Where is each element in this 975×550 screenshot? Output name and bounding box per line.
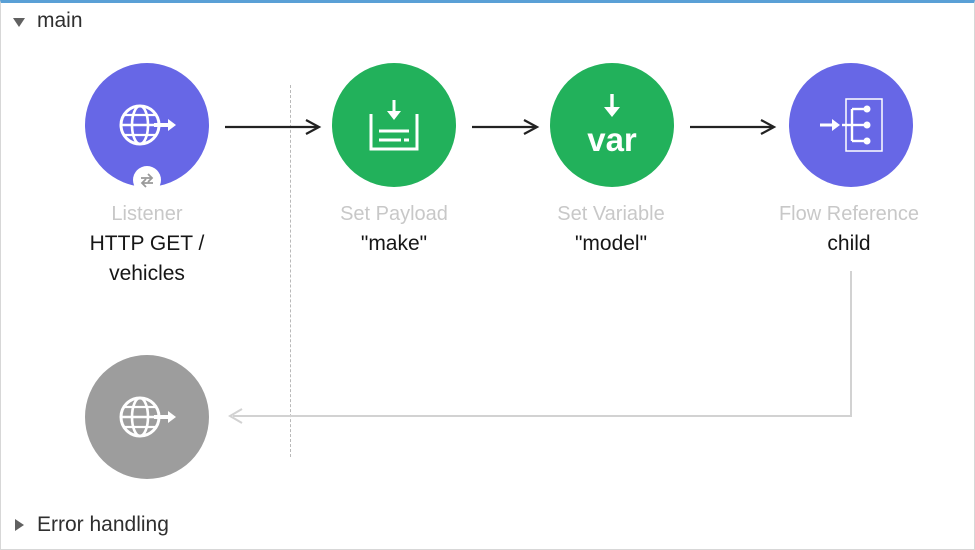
set-variable-icon: var: [587, 94, 637, 158]
set-payload-icon: [369, 100, 419, 151]
set-payload-node[interactable]: [332, 63, 456, 187]
error-handling-label: Error handling: [37, 513, 169, 536]
flow-reference-node[interactable]: [789, 63, 913, 187]
listener-label: Listener HTTP GET / vehicles: [32, 199, 262, 289]
listener-node[interactable]: [85, 63, 209, 194]
set-variable-label: Set Variable "model": [496, 199, 726, 259]
set-payload-label: Set Payload "make": [279, 199, 509, 259]
response-node[interactable]: [85, 355, 209, 479]
connector-listener-to-set-payload: [225, 119, 322, 135]
set-variable-detail-label: "model": [574, 232, 648, 255]
flow-reference-icon: [820, 98, 883, 152]
connector-set-payload-to-set-variable: [472, 119, 540, 135]
expand-triangle-icon[interactable]: [15, 519, 24, 531]
source-divider: [290, 85, 291, 457]
listener-detail-label: HTTP GET / vehicles: [89, 232, 205, 285]
set-variable-kind-label: Set Variable: [557, 203, 665, 225]
exchange-badge-icon: [133, 166, 161, 194]
flow-reference-kind-label: Flow Reference: [778, 203, 920, 225]
flow-reference-detail-label: child: [827, 232, 871, 255]
flow-header[interactable]: main: [13, 9, 83, 33]
globe-arrow-icon: [119, 396, 176, 438]
response-return-connector: [228, 271, 852, 424]
flow-reference-label: Flow Reference child: [734, 199, 964, 259]
error-handling-section[interactable]: Error handling: [15, 513, 169, 537]
set-variable-node[interactable]: var: [550, 63, 674, 187]
collapse-triangle-icon[interactable]: [13, 17, 25, 27]
listener-kind-label: Listener: [111, 203, 183, 225]
svg-text:var: var: [587, 121, 637, 158]
connector-set-variable-to-flow-reference: [690, 119, 777, 135]
set-payload-kind-label: Set Payload: [340, 203, 448, 225]
connectors: [225, 119, 852, 424]
globe-arrow-icon: [119, 104, 176, 146]
set-payload-detail-label: "make": [360, 232, 428, 255]
flow-name: main: [37, 9, 83, 32]
